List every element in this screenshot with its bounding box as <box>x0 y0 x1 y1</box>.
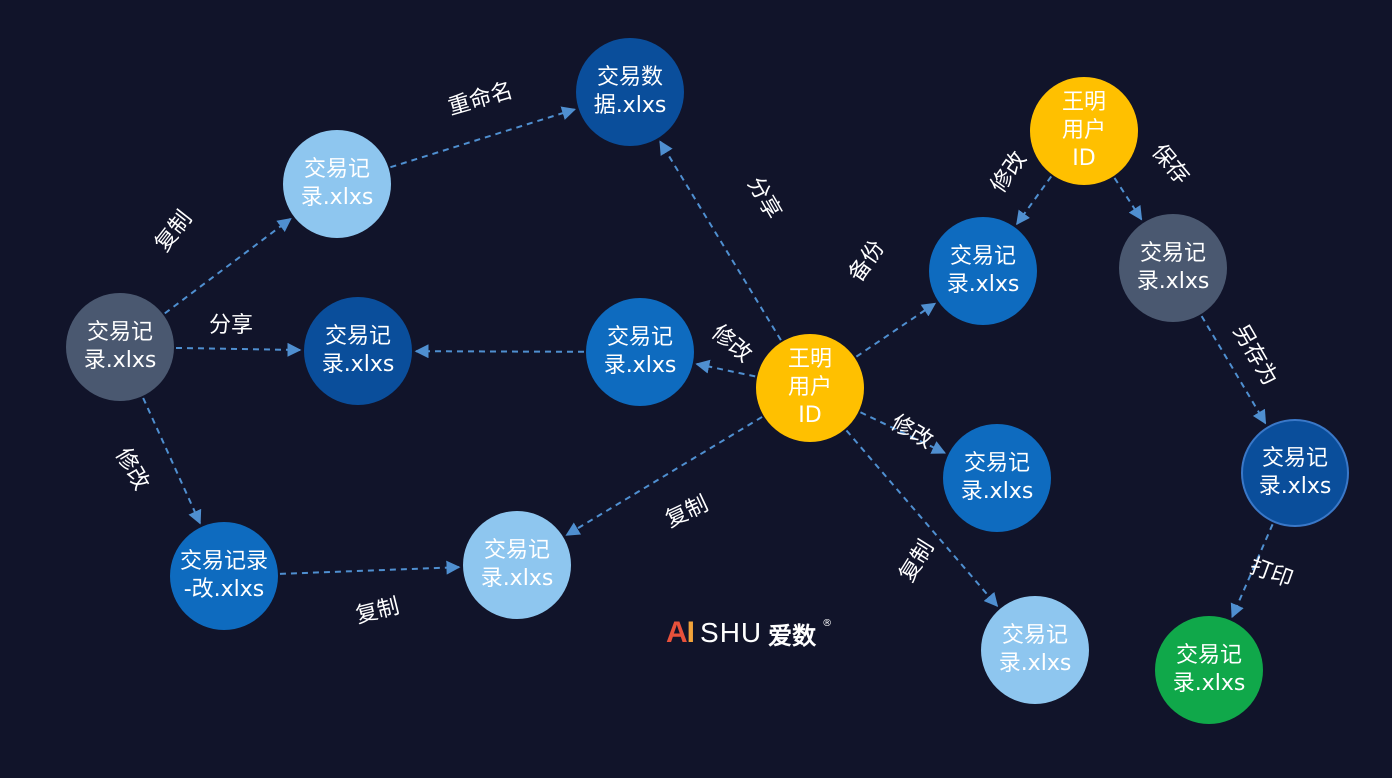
file-node[interactable]: 交易数 据.xlxs <box>576 38 684 146</box>
file-node[interactable]: 交易记 录.xlxs <box>981 596 1089 704</box>
edge-arrow <box>414 344 585 359</box>
edge-arrow <box>390 106 576 169</box>
file-node[interactable]: 交易记 录.xlxs <box>463 511 571 619</box>
logo-brand-text: SHU <box>700 617 763 648</box>
edge-arrow <box>659 140 782 341</box>
file-node[interactable]: 交易记 录.xlxs <box>1241 419 1349 527</box>
edge-arrow <box>1113 177 1143 221</box>
file-node[interactable]: 交易记 录.xlxs <box>1155 616 1263 724</box>
aishu-logo: AI SHU 爱数 ® <box>666 616 832 650</box>
file-node[interactable]: 交易记 录.xlxs <box>929 217 1037 325</box>
logo-registered-mark: ® <box>822 618 833 629</box>
edge-arrow <box>1230 523 1274 619</box>
edge-arrow <box>845 429 999 608</box>
edge-arrow <box>1200 315 1267 425</box>
file-node[interactable]: 交易记 录.xlxs <box>586 298 694 406</box>
user-node[interactable]: 王明 用户 ID <box>1030 77 1138 185</box>
logo-chinese-text: 爱数 <box>768 621 817 650</box>
edge-arrow <box>565 416 763 536</box>
edge-arrow <box>1016 175 1053 226</box>
edge-label: 分享 <box>209 313 254 338</box>
logo-ai-mark: AI <box>666 616 695 649</box>
file-node[interactable]: 交易记 录.xlxs <box>283 130 391 238</box>
edge-arrow <box>142 397 202 525</box>
user-node[interactable]: 王明 用户 ID <box>756 334 864 442</box>
file-node[interactable]: 交易记 录.xlxs <box>304 297 412 405</box>
edge-arrow <box>175 342 302 357</box>
file-node[interactable]: 交易记 录.xlxs <box>943 424 1051 532</box>
edge-arrow <box>279 560 461 575</box>
edge-arrow <box>860 411 946 454</box>
file-node[interactable]: 交易记 录.xlxs <box>1119 214 1227 322</box>
edge-arrow <box>164 217 292 315</box>
edge-arrow <box>855 302 937 358</box>
file-node[interactable]: 交易记录 -改.xlxs <box>170 522 278 630</box>
file-node[interactable]: 交易记 录.xlxs <box>66 293 174 401</box>
edge-arrow <box>695 359 756 378</box>
